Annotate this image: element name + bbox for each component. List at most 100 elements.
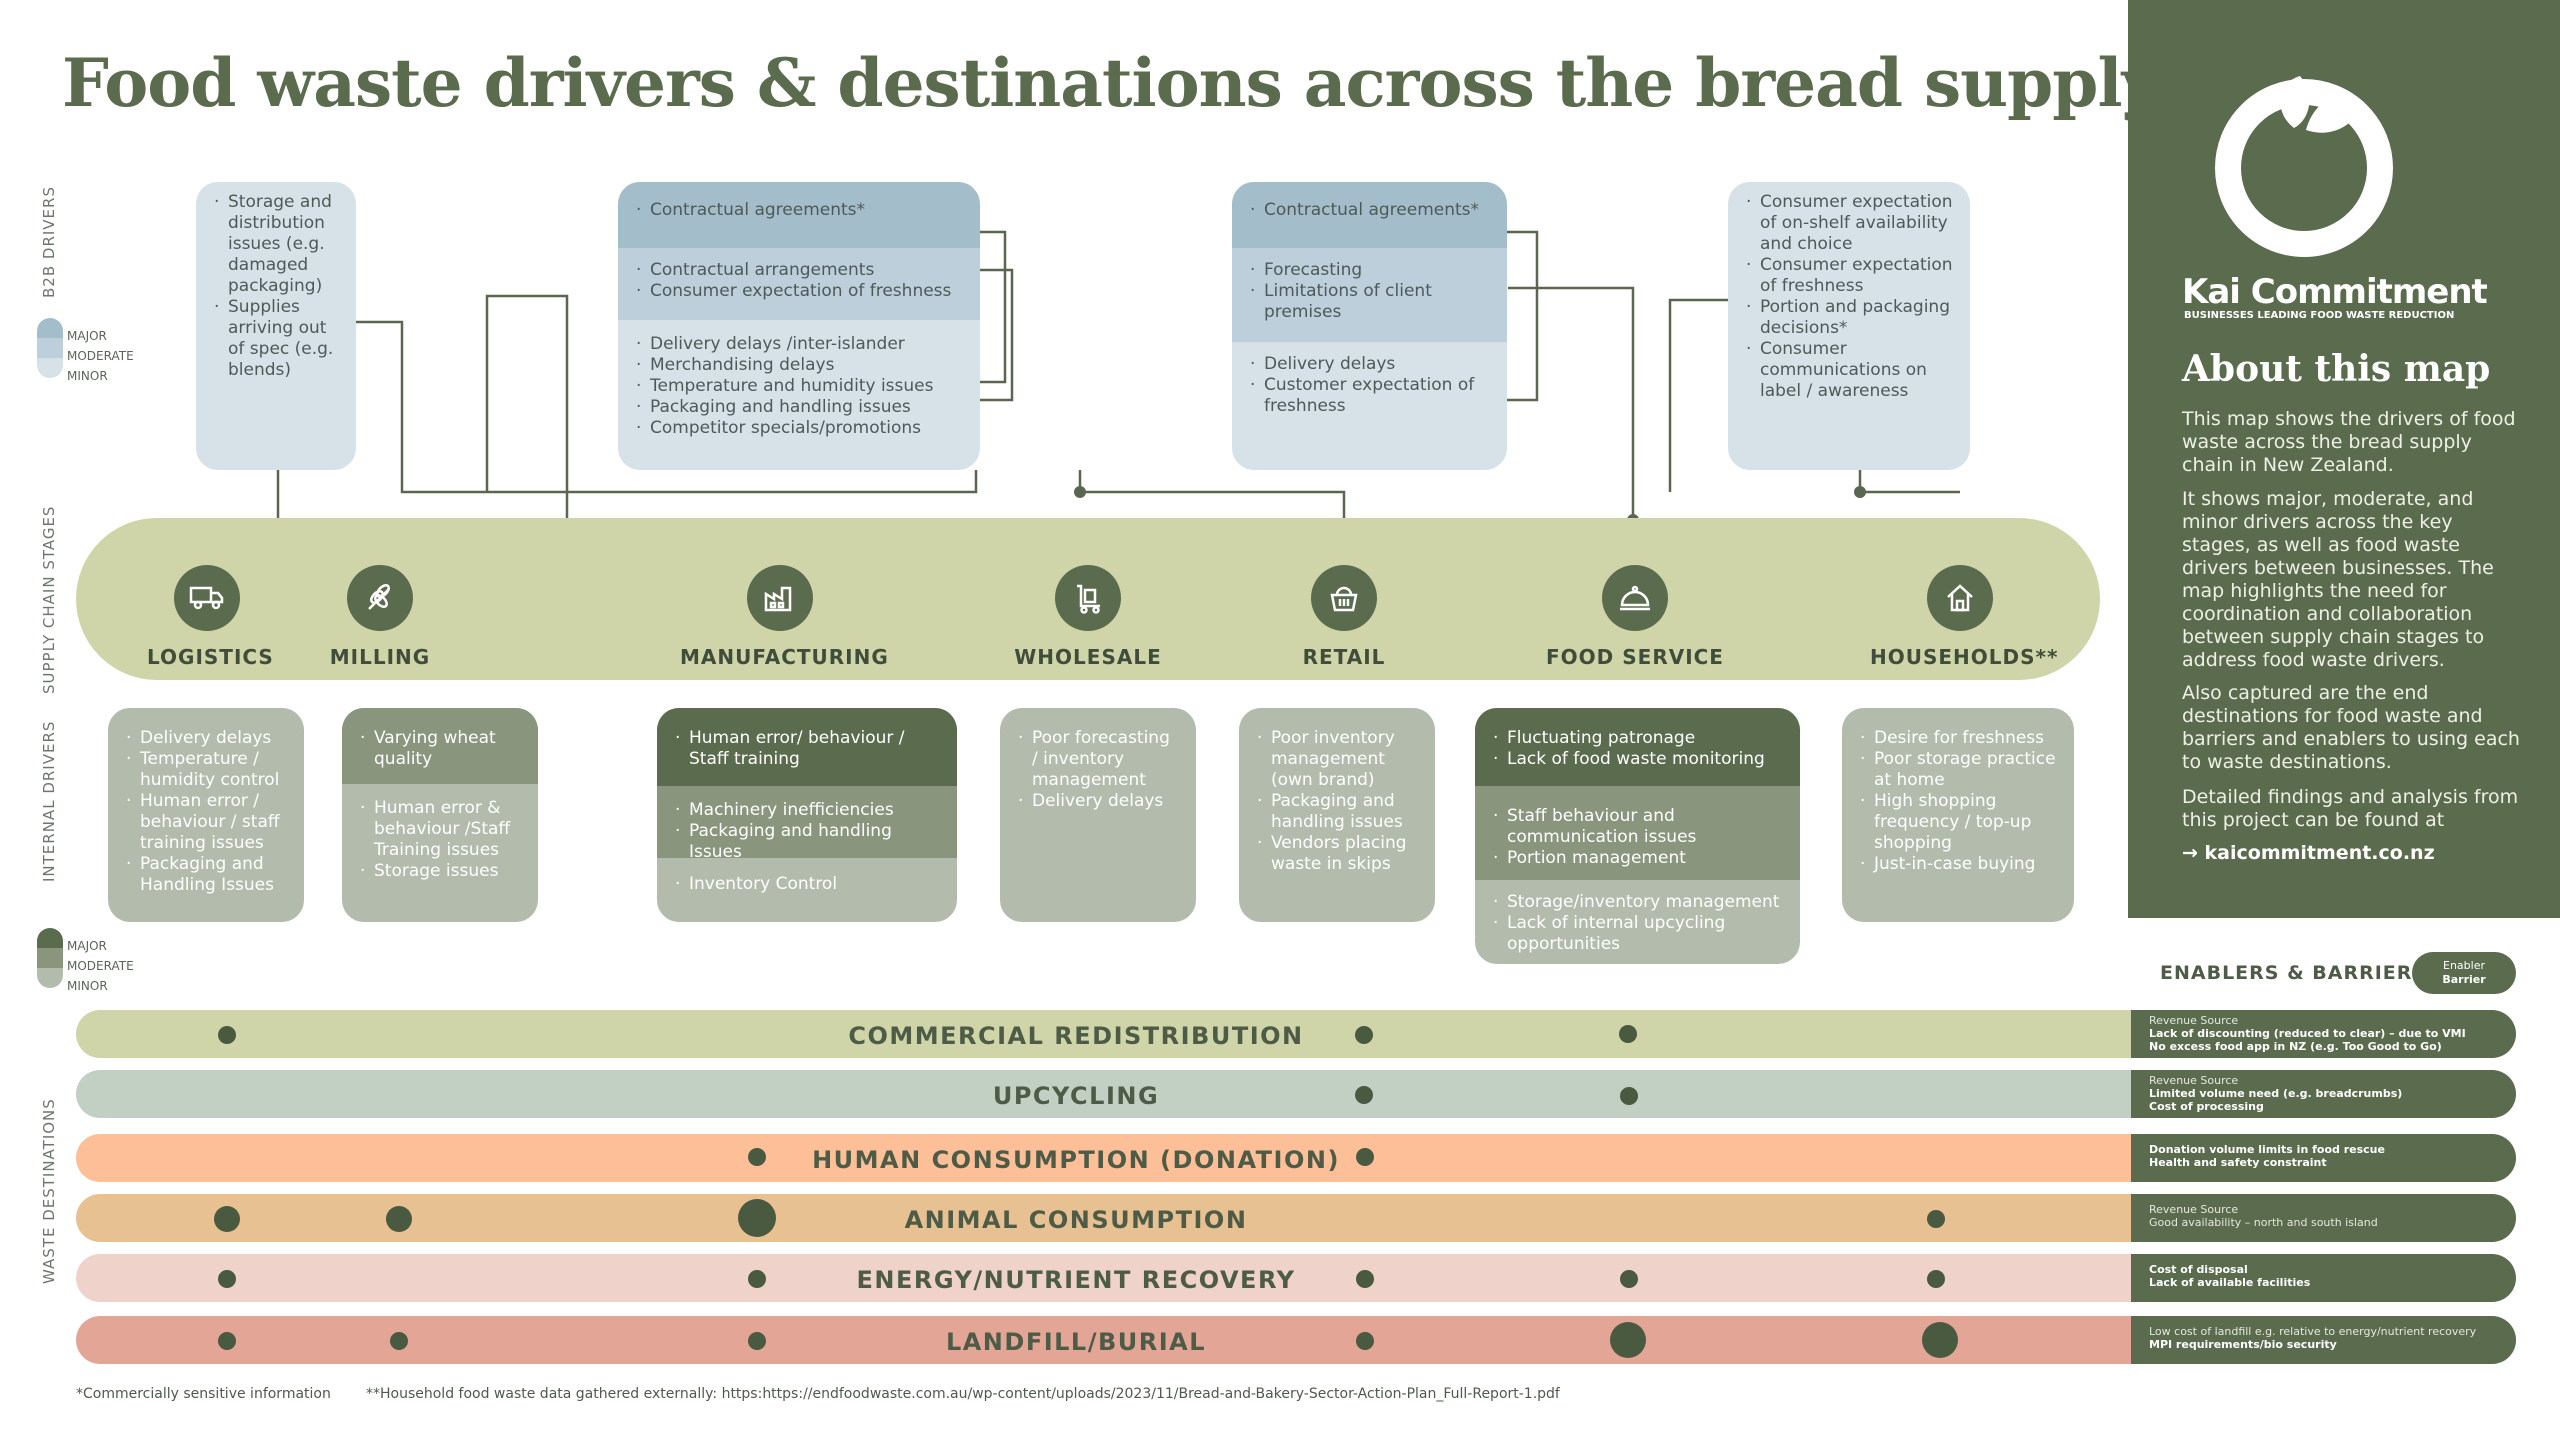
stage-label: LOGISTICS [147,645,274,669]
waste-row-label: UPCYCLING [992,1082,1160,1110]
b2b-item: Merchandising delays [634,355,964,376]
brand-name: Kai Commitment [2182,272,2488,312]
footnote-sensitive: *Commercially sensitive information [76,1386,331,1402]
internal-item: Fluctuating patronage [1491,728,1784,749]
brand-tagline: BUSINESSES LEADING FOOD WASTE REDUCTION [2184,310,2455,321]
b2b-item: Consumer communications on label / aware… [1744,339,1954,402]
about-panel: Kai Commitment BUSINESSES LEADING FOOD W… [2128,0,2560,918]
destination-dot [1620,1087,1638,1105]
waste-row-label: HUMAN CONSUMPTION (DONATION) [812,1146,1340,1174]
destination-dot [218,1026,236,1044]
b2b-box-manufacturing: Contractual agreements* Contractual arra… [618,182,980,470]
internal-item: Human error / behaviour / staff training… [124,791,288,854]
internal-item: Storage/inventory management [1491,892,1784,913]
internal-item: Delivery delays [1016,791,1180,812]
b2b-item: Forecasting [1248,260,1491,281]
barrier-item: Limited volume need (e.g. breadcrumbs) [2149,1087,2403,1100]
enablers-barriers-cell: Revenue Source Good availability – north… [2131,1194,2516,1242]
waste-row-commercial-redistribution: COMMERCIAL REDISTRIBUTION Revenue Source… [76,1010,2516,1058]
internal-box-retail: Poor inventory management (own brand) Pa… [1239,708,1435,922]
waste-row-landfill: LANDFILL/BURIAL Low cost of landfill e.g… [76,1316,2516,1364]
internal-item: Packaging and handling issues [1255,791,1419,833]
barrier-key: Barrier [2442,973,2486,986]
destination-dot [218,1270,236,1288]
b2b-box-retail: Contractual agreements* Forecasting Limi… [1232,182,1507,470]
waste-row-label: LANDFILL/BURIAL [945,1328,1207,1356]
internal-item: Delivery delays [124,728,288,749]
b2b-legend [37,318,63,378]
cloche-icon [1602,565,1668,631]
wheat-icon [347,565,413,631]
legend-major: MAJOR [67,329,107,343]
about-paragraph-2: It shows major, moderate, and minor driv… [2182,488,2494,671]
enablers-barriers-cell: Revenue Source Lack of discounting (redu… [2131,1010,2516,1058]
barrier-item: Donation volume limits in food rescue [2149,1143,2385,1156]
b2b-item: Competitor specials/promotions [634,418,964,439]
stage-households: HOUSEHOLDS** [1870,565,2057,669]
b2b-item: Consumer expectation of freshness [1744,255,1954,297]
website-link[interactable]: → kaicommitment.co.nz [2182,842,2435,864]
destination-dot [1927,1270,1945,1288]
barrier-item: MPI requirements/bio security [2149,1338,2337,1351]
footnote-households: **Household food waste data gathered ext… [366,1386,1560,1402]
b2b-item: Consumer expectation of freshness [634,281,964,302]
internal-box-food-service: Fluctuating patronage Lack of food waste… [1475,708,1800,964]
enabler-item: Revenue Source [2149,1074,2239,1087]
b2b-item: Packaging and handling issues [634,397,964,418]
internal-drivers-label: INTERNAL DRIVERS [40,720,58,882]
internal-item: Poor forecasting / inventory management [1016,728,1180,791]
destination-dot [748,1148,766,1166]
about-paragraph-4: Detailed findings and analysis from this… [2182,786,2519,831]
barrier-item: No excess food app in NZ (e.g. Too Good … [2149,1040,2442,1053]
waste-row-human-consumption: HUMAN CONSUMPTION (DONATION) Donation vo… [76,1134,2516,1182]
internal-item: Temperature / humidity control [124,749,288,791]
internal-box-milling: Varying wheat quality Human error & beha… [342,708,538,922]
b2b-box-logistics-milling: Storage and distribution issues (e.g. da… [196,182,356,470]
barrier-item: Lack of available facilities [2149,1276,2311,1289]
internal-item: Staff behaviour and communication issues [1491,806,1784,848]
internal-item: Lack of internal upcycling opportunities [1491,913,1784,955]
destination-dot [1619,1025,1637,1043]
internal-item: Human error & behaviour /Staff Training … [358,798,522,861]
legend-minor-2: MINOR [67,979,108,993]
enabler-item: Revenue Source [2149,1203,2239,1216]
internal-item: Vendors placing waste in skips [1255,833,1419,875]
b2b-item: Contractual arrangements [634,260,964,281]
b2b-item: Portion and packaging decisions* [1744,297,1954,339]
internal-item: Desire for freshness [1858,728,2058,749]
enabler-key: Enabler [2443,959,2485,972]
b2b-item: Contractual agreements* [1248,200,1491,221]
internal-item: Portion management [1491,848,1784,869]
b2b-item: Temperature and humidity issues [634,376,964,397]
destination-dot [386,1206,412,1232]
internal-item: Inventory Control [673,874,941,895]
enablers-barriers-cell: Revenue Source Limited volume need (e.g.… [2131,1070,2516,1118]
page-title: Food waste drivers & destinations across… [62,44,2381,122]
internal-item: Machinery inefficiencies [673,800,941,821]
waste-row-upcycling: UPCYCLING Revenue Source Limited volume … [76,1070,2516,1118]
internal-item: Packaging and Handling Issues [124,854,288,896]
stage-milling: MILLING [325,565,435,669]
enablers-barriers-cell: Low cost of landfill e.g. relative to en… [2131,1316,2516,1364]
internal-box-wholesale: Poor forecasting / inventory management … [1000,708,1196,922]
destination-dot [390,1332,408,1350]
stage-wholesale: WHOLESALE [1008,565,1168,669]
kai-commitment-logo-icon [2214,58,2414,262]
destination-dot [218,1332,236,1350]
internal-item: Human error/ behaviour / Staff training [673,728,941,770]
stage-food-service: FOOD SERVICE [1540,565,1730,669]
factory-icon [747,565,813,631]
b2b-item: Delivery delays /inter-islander [634,334,964,355]
stage-manufacturing: MANUFACTURING [680,565,888,669]
waste-row-label: ENERGY/NUTRIENT RECOVERY [856,1266,1296,1294]
b2b-item: Limitations of client premises [1248,281,1491,323]
basket-icon [1311,565,1377,631]
barrier-item: Health and safety constraint [2149,1156,2327,1169]
b2b-item: Customer expectation of freshness [1248,375,1491,417]
internal-item: Storage issues [358,861,522,882]
destination-dot [1356,1270,1374,1288]
b2b-item: Consumer expectation of on-shelf availab… [1744,192,1954,255]
stage-label: FOOD SERVICE [1546,645,1724,669]
enabler-barrier-key: Enabler Barrier [2412,952,2516,994]
internal-item: High shopping frequency / top-up shoppin… [1858,791,2058,854]
